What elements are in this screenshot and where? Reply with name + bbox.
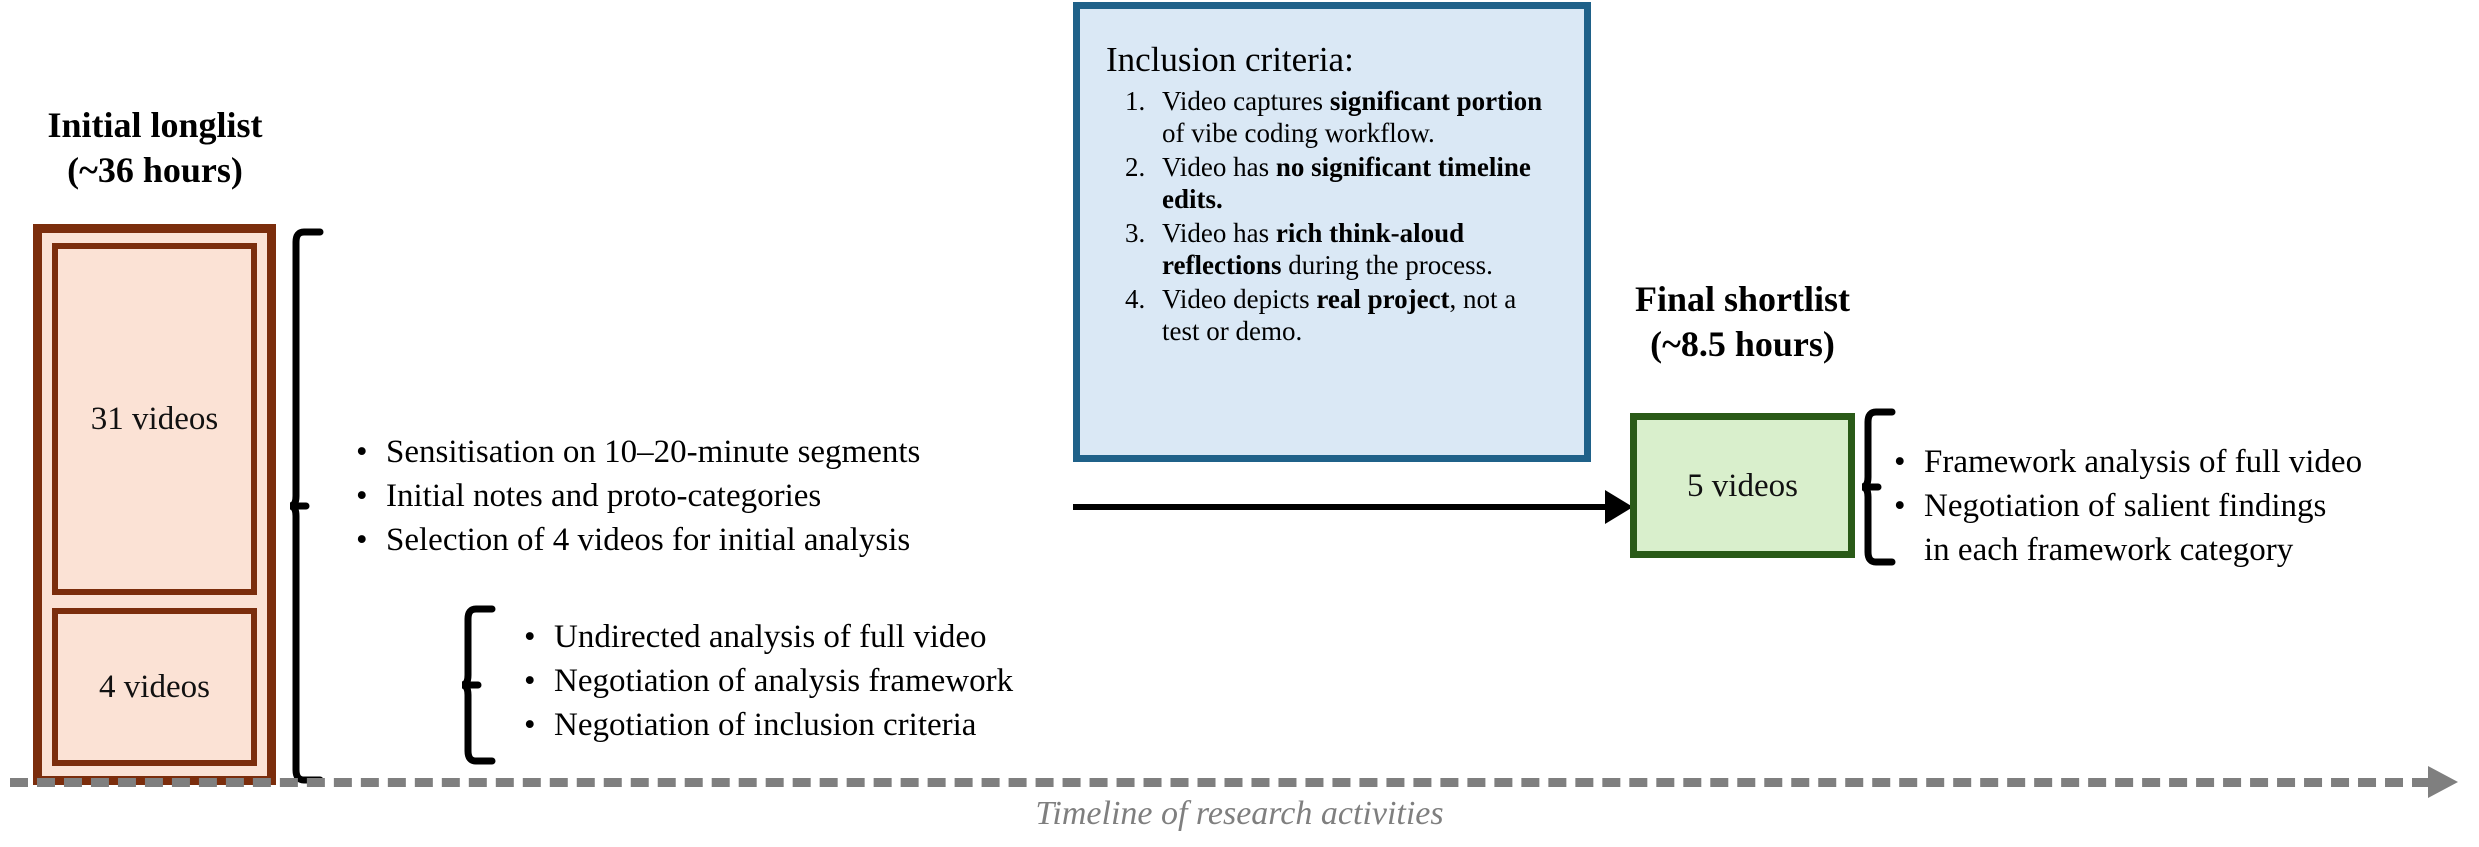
criteria-emphasis: significant portion	[1329, 86, 1543, 116]
inclusion-criteria-panel: Inclusion criteria: Video captures signi…	[1073, 2, 1591, 462]
criteria-text: Video captures	[1162, 86, 1330, 116]
shortlist-box-5-label: 5 videos	[1687, 467, 1798, 504]
list-item: Framework analysis of full video	[1890, 440, 2470, 484]
criteria-item: Video has rich think-aloud reflections d…	[1152, 217, 1558, 281]
criteria-text: of vibe coding workflow.	[1162, 118, 1435, 148]
list-item: Initial notes and proto-categories	[352, 474, 1052, 518]
criteria-text: during the process.	[1281, 250, 1493, 280]
longlist-box-4-videos: 4 videos	[52, 608, 257, 766]
timeline-dashed-line	[10, 778, 2430, 787]
longlist-title-line1: Initial longlist	[47, 105, 263, 145]
framework-bullet-list: Framework analysis of full video Negotia…	[1890, 440, 2470, 572]
criteria-text: , not a test or demo.	[1162, 284, 1517, 346]
list-item: Negotiation of analysis framework	[520, 659, 1200, 703]
criteria-emphasis: real project	[1316, 284, 1450, 314]
criteria-emphasis: no significant timeline edits.	[1162, 152, 1531, 214]
sensitisation-bullet-list: Sensitisation on 10–20-minute segments I…	[352, 430, 1052, 562]
undirected-bullet-list: Undirected analysis of full video Negoti…	[520, 615, 1200, 747]
criteria-item: Video captures significant portion of vi…	[1152, 85, 1558, 149]
longlist-box-31-label: 31 videos	[90, 401, 219, 437]
inclusion-criteria-heading: Inclusion criteria:	[1106, 40, 1354, 79]
longlist-box-4-label: 4 videos	[99, 669, 210, 705]
list-item: Selection of 4 videos for initial analys…	[352, 518, 1052, 562]
timeline-caption: Timeline of research activities	[1035, 795, 1444, 832]
flow-arrow-line	[1073, 504, 1613, 510]
longlist-title-line2: (~36 hours)	[67, 150, 243, 190]
list-item: Undirected analysis of full video	[520, 615, 1200, 659]
criteria-item: Video has no significant timeline edits.	[1152, 151, 1558, 215]
shortlist-box-5-videos: 5 videos	[1630, 413, 1855, 558]
longlist-box-31-videos: 31 videos	[52, 243, 257, 595]
shortlist-title-line2: (~8.5 hours)	[1650, 324, 1835, 364]
longlist-brace-icon	[290, 228, 324, 784]
timeline-arrow-head-icon	[2428, 766, 2458, 798]
criteria-text: Video depicts	[1162, 284, 1317, 314]
inclusion-criteria-list: Video captures significant portion of vi…	[1106, 85, 1558, 347]
shortlist-title-line1: Final shortlist	[1634, 279, 1850, 319]
flow-arrow-head-icon	[1605, 490, 1633, 524]
undirected-brace-icon	[462, 605, 496, 765]
longlist-title: Initial longlist (~36 hours)	[0, 103, 310, 193]
list-item: Negotiation of inclusion criteria	[520, 703, 1200, 747]
list-item: Sensitisation on 10–20-minute segments	[352, 430, 1052, 474]
criteria-emphasis: rich think-aloud reflections	[1162, 218, 1465, 280]
shortlist-brace-icon	[1862, 408, 1896, 566]
list-item: Negotiation of salient findings in each …	[1890, 484, 2470, 572]
shortlist-title: Final shortlist (~8.5 hours)	[1600, 277, 1885, 367]
criteria-text: Video has	[1162, 152, 1276, 182]
criteria-text: Video has	[1162, 218, 1276, 248]
criteria-item: Video depicts real project, not a test o…	[1152, 283, 1558, 347]
